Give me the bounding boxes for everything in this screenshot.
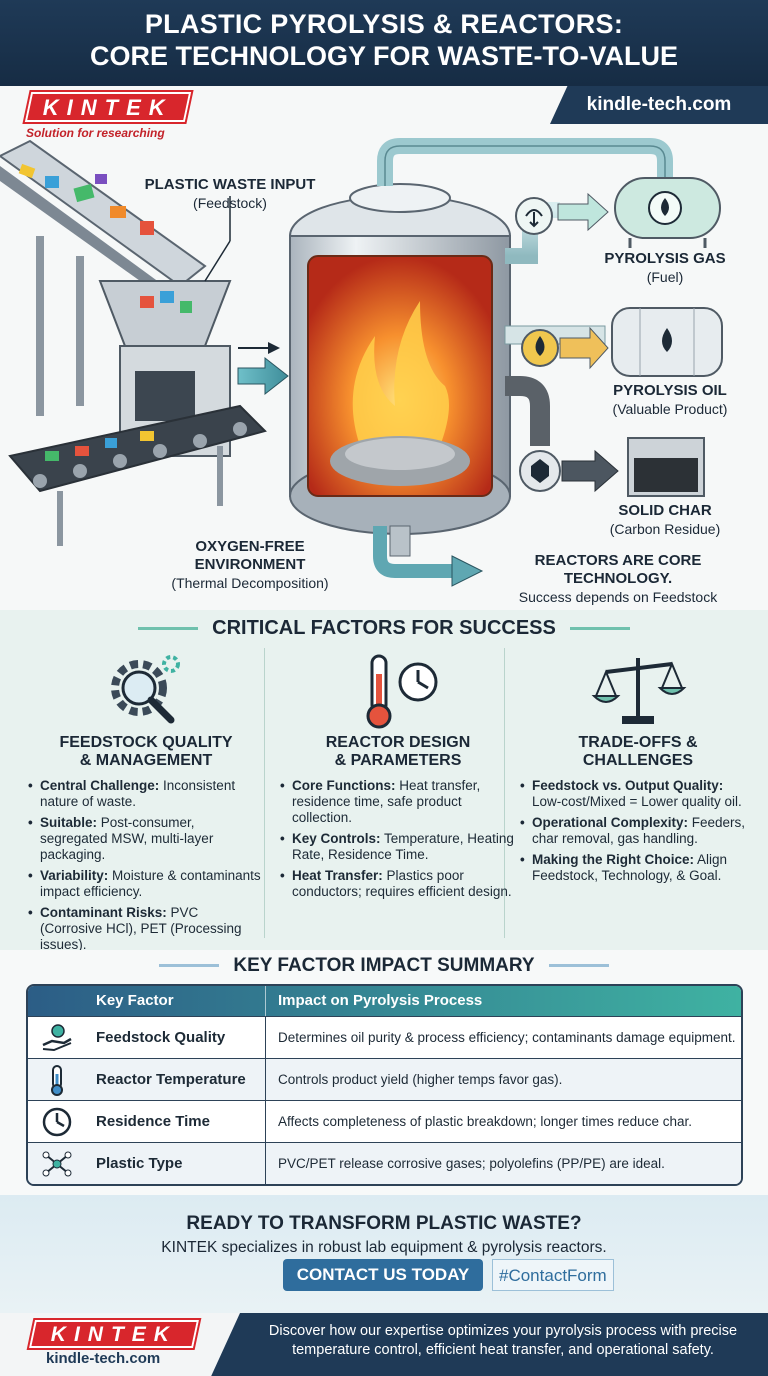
tradeoffs-column: TRADE-OFFS &CHALLENGES Feedstock vs. Out… — [520, 650, 756, 889]
feed-arrow — [237, 342, 289, 396]
list-item: Suitable: Post-consumer, segregated MSW,… — [28, 815, 264, 863]
table-row: Reactor Temperature Controls product yie… — [28, 1058, 741, 1100]
oil-flow-icon — [521, 326, 609, 370]
pyrolysis-illustration — [0, 138, 723, 587]
list-item: Operational Complexity: Feeders, char re… — [520, 815, 756, 847]
input-conveyor — [0, 139, 207, 416]
logo-tagline: Solution for researching — [26, 126, 165, 140]
gas-flow-icon — [515, 192, 609, 235]
site-url-banner[interactable]: kindle-tech.com — [550, 86, 768, 124]
page-title-line1: PLASTIC PYROLYSIS & REACTORS: — [144, 9, 624, 39]
list-item: Variability: Moisture & contaminants imp… — [28, 868, 264, 900]
molecule-icon — [28, 1149, 86, 1179]
environment-label: OXYGEN-FREE ENVIRONMENT (Thermal Decompo… — [171, 538, 329, 591]
hand-recycle-icon — [28, 1023, 86, 1053]
column-divider — [264, 648, 265, 938]
list-item: Key Controls: Temperature, Heating Rate,… — [280, 831, 516, 863]
cta-text: KINTEK specializes in robust lab equipme… — [161, 1239, 607, 1256]
kintek-logo: KINTEK — [22, 90, 194, 124]
pyrolysis-reactor — [289, 183, 511, 557]
table-row: Residence Time Affects completeness of p… — [28, 1100, 741, 1142]
char-flow-icon — [519, 449, 619, 493]
gas-label: PYROLYSIS GAS (Fuel) — [604, 250, 726, 285]
header-banner: PLASTIC PYROLYSIS & REACTORS: CORE TECHN… — [0, 0, 768, 86]
footer-site-link[interactable]: kindle-tech.com — [46, 1350, 161, 1367]
list-item: Core Functions: Heat transfer, residence… — [280, 778, 516, 826]
output-conveyor — [8, 404, 267, 546]
cta-title: READY TO TRANSFORM PLASTIC WASTE? — [186, 1213, 582, 1234]
gear-magnifier-icon — [28, 650, 264, 730]
table-row: Plastic Type PVC/PET release corrosive g… — [28, 1142, 741, 1184]
footer-description: Discover how our expertise optimizes you… — [268, 1323, 738, 1358]
list-item: Feedstock vs. Output Quality: Low-cost/M… — [520, 778, 756, 810]
balance-scale-icon — [520, 650, 756, 730]
footer-kintek-logo: KINTEK — [26, 1318, 202, 1350]
list-item: Making the Right Choice: Align Feedstock… — [520, 852, 756, 884]
outcome-arrow — [373, 526, 484, 587]
feedstock-column: FEEDSTOCK QUALITY& MANAGEMENT Central Ch… — [28, 650, 264, 958]
input-label: PLASTIC WASTE INPUT (Feedstock) — [144, 176, 316, 211]
thermometer-icon — [28, 1064, 86, 1096]
list-item: Heat Transfer: Plastics poor conductors;… — [280, 868, 516, 900]
impact-table: Key Factor Impact on Pyrolysis Process F… — [26, 984, 743, 1186]
char-bin — [627, 437, 705, 497]
process-diagram — [0, 86, 768, 610]
oil-label: PYROLYSIS OIL (Valuable Product) — [612, 382, 728, 417]
cta-section: READY TO TRANSFORM PLASTIC WASTE? KINTEK… — [0, 1195, 768, 1313]
char-label: SOLID CHAR (Carbon Residue) — [609, 502, 721, 537]
contact-form-link[interactable]: #ContactForm — [492, 1259, 614, 1291]
gas-pipe — [377, 138, 673, 186]
contact-us-button[interactable]: CONTACT US TODAY — [283, 1259, 483, 1291]
reactor-column: REACTOR DESIGN& PARAMETERS Core Function… — [280, 650, 516, 905]
summary-title: KEY FACTOR IMPACT SUMMARY — [0, 955, 768, 977]
gas-tank — [614, 177, 721, 248]
page-title-line2: CORE TECHNOLOGY FOR WASTE-TO-VALUE — [89, 41, 678, 71]
critical-factors-title: CRITICAL FACTORS FOR SUCCESS — [0, 617, 768, 640]
clock-icon — [28, 1106, 86, 1138]
table-row: Feedstock Quality Determines oil purity … — [28, 1016, 741, 1058]
list-item: Central Challenge: Inconsistent nature o… — [28, 778, 264, 810]
table-header: Key Factor Impact on Pyrolysis Process — [28, 986, 741, 1016]
list-item: Contaminant Risks: PVC (Corrosive HCl), … — [28, 905, 264, 953]
oil-tank — [611, 307, 723, 377]
thermometer-clock-icon — [280, 650, 516, 730]
